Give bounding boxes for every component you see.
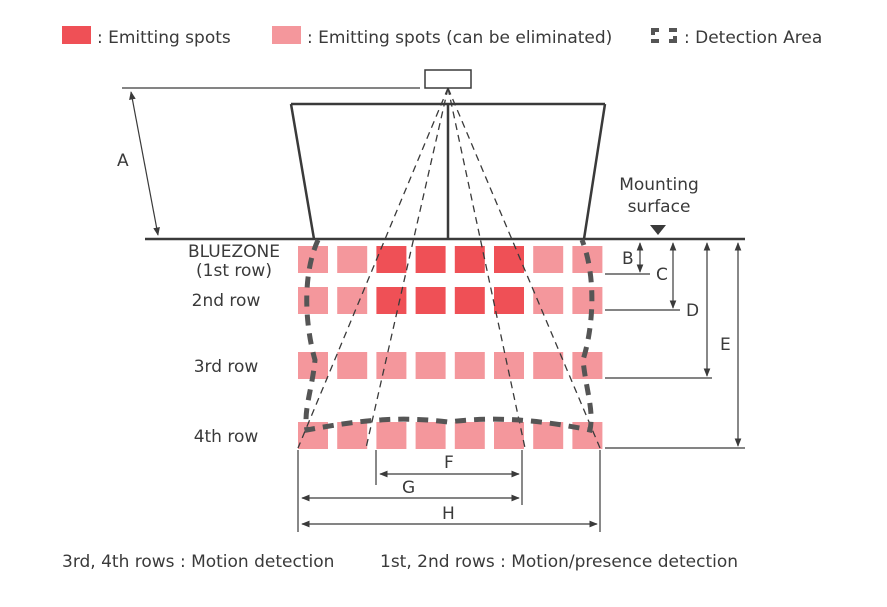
spot-row1-col5 — [454, 246, 485, 273]
row-labels: BLUEZONE (1st row) 2nd row 3rd row 4th r… — [188, 242, 280, 447]
spot-row2-col5 — [454, 287, 485, 314]
spot-row4-col4 — [415, 422, 446, 449]
dim-label-D: D — [686, 301, 699, 321]
spot-row2-col4 — [415, 287, 446, 314]
row-3-label: 3rd row — [194, 357, 259, 377]
mounting-surface-label-2: surface — [628, 197, 691, 217]
dim-label-F: F — [444, 453, 454, 473]
spot-row3-col3 — [376, 352, 407, 379]
row-4-label: 4th row — [194, 427, 259, 447]
beam-lines — [297, 87, 601, 449]
spot-row3-col7 — [533, 352, 564, 379]
spot-row1-col6 — [494, 246, 524, 273]
spot-row2-col1 — [298, 287, 328, 314]
spot-row1-col2 — [337, 246, 368, 273]
footer-motion-note: 3rd, 4th rows : Motion detection — [62, 552, 334, 572]
mounting-surface-label-1: Mounting — [619, 175, 699, 195]
spot-row3-col4 — [415, 352, 446, 379]
legend-emitting-swatch — [62, 26, 91, 44]
spot-row4-col6 — [494, 422, 524, 449]
mounting-surface-marker-icon — [650, 225, 666, 235]
dimension-lines — [122, 87, 745, 532]
row-1-label: BLUEZONE — [188, 242, 280, 262]
detection-area-outline — [303, 238, 595, 433]
spot-row4-col2 — [337, 422, 368, 449]
dim-label-A: A — [117, 151, 129, 171]
spot-row4-col5 — [454, 422, 485, 449]
spot-row1-col3 — [376, 246, 407, 273]
dim-label-H: H — [442, 504, 455, 524]
legend-eliminable-swatch — [272, 26, 301, 44]
legend: : Emitting spots : Emitting spots (can b… — [62, 26, 822, 48]
spot-row2-col8 — [572, 287, 603, 314]
spots-grid — [298, 246, 603, 449]
dim-label-E: E — [720, 335, 731, 355]
spot-row3-col2 — [337, 352, 368, 379]
dim-label-B: B — [622, 249, 634, 269]
row-1-sublabel: (1st row) — [196, 261, 272, 281]
dim-label-G: G — [402, 478, 415, 498]
spot-row2-col6 — [494, 287, 524, 314]
footer-presence-note: 1st, 2nd rows : Motion/presence detectio… — [380, 552, 738, 572]
dim-label-C: C — [656, 265, 668, 285]
legend-detection-swatch — [651, 28, 677, 43]
sensor-housing — [289, 69, 607, 240]
spot-row1-col4 — [415, 246, 446, 273]
spot-row2-col2 — [337, 287, 368, 314]
sensor-head — [424, 69, 472, 89]
spot-row1-col7 — [533, 246, 564, 273]
legend-eliminable-label: : Emitting spots (can be eliminated) — [307, 28, 612, 48]
dimension-labels: A B C D E F G H — [117, 151, 731, 524]
row-2-label: 2nd row — [192, 291, 261, 311]
legend-detection-label: : Detection Area — [684, 28, 822, 48]
legend-emitting-label: : Emitting spots — [97, 28, 231, 48]
spot-row4-col3 — [376, 422, 407, 449]
spot-row3-col5 — [454, 352, 485, 379]
